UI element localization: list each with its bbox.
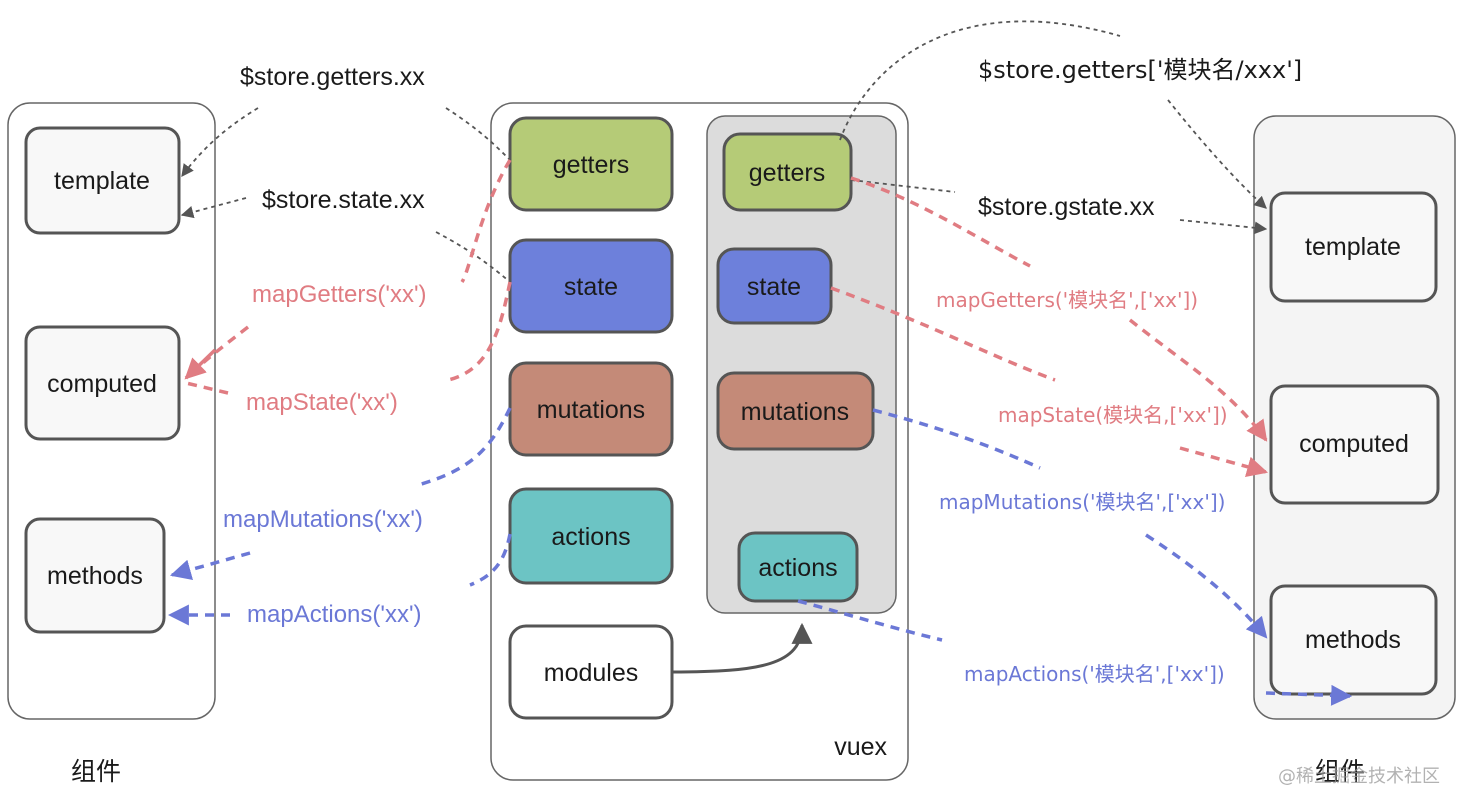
state-access-arrow [180,197,247,219]
right-component-caption: 组件 [1315,757,1365,786]
right-template-box: template [1269,191,1438,303]
left-computed-box: computed [24,325,181,441]
map-mutations-label: mapMutations('xx') [223,506,423,533]
root-mutations-label: mutations [537,396,645,424]
module-map-mutations-label: mapMutations('模块名',['xx']) [939,490,1225,514]
left-computed-label: computed [47,370,157,398]
root-modules-box: modules [508,624,674,720]
getters-access-label: $store.getters.xx [240,63,425,91]
left-methods-label: methods [47,562,143,590]
module-actions-label: actions [758,554,837,582]
module-map-state-label: mapState(模块名,['xx']) [998,403,1228,427]
module-panel: getters state mutations actions [706,115,897,614]
vuex-caption: vuex [834,733,887,761]
left-component: template computed methods 组件 [7,102,216,786]
watermark: @稀土掘金技术社区 [1278,766,1440,787]
right-methods-label: methods [1305,626,1401,654]
map-getters-arrow [184,159,512,380]
root-actions-label: actions [551,523,630,551]
map-state-arrow [185,281,512,395]
root-state-box: state [508,238,674,334]
module-map-getters-arrow [850,176,1266,440]
module-map-actions-arrow [797,599,1350,696]
module-getters-box: getters [722,132,853,212]
state-access-line [435,231,511,283]
module-actions-box: actions [737,531,859,603]
state-access-label: $store.state.xx [262,186,425,214]
vuex-store: vuex getters state mutations actions mod… [490,102,909,781]
module-state-access-line [850,179,956,193]
right-template-label: template [1305,233,1401,261]
root-getters-label: getters [553,151,629,179]
module-getters-access-arrow [1167,99,1267,209]
module-state-box: state [716,247,833,325]
map-actions-arrow [170,533,512,615]
right-methods-box: methods [1269,584,1438,696]
map-getters-arrowhead [184,348,217,380]
left-template-box: template [24,126,181,235]
right-computed-label: computed [1299,430,1409,458]
root-state-label: state [564,273,618,301]
module-map-actions-label: mapActions('模块名',['xx']) [964,662,1225,686]
right-connectors [797,20,1350,696]
root-modules-label: modules [544,659,639,687]
getters-access-line [445,107,511,161]
root-actions-box: actions [508,487,674,585]
map-state-label: mapState('xx') [246,389,398,416]
module-getters-label: getters [749,159,825,187]
root-getters-box: getters [508,116,674,212]
map-actions-label: mapActions('xx') [247,601,422,628]
module-state-label: state [747,273,801,301]
module-getters-access-line [839,20,1121,141]
left-template-label: template [54,167,150,195]
right-component: template computed methods 组件 [1253,115,1456,786]
root-mutations-box: mutations [508,361,674,457]
module-map-mutations-arrow [872,408,1266,637]
module-getters-access-label: $store.getters['模块名/xxx'] [978,56,1302,84]
module-map-state-arrow [830,286,1266,472]
module-state-access-label: $store.gstate.xx [978,193,1155,221]
module-map-getters-label: mapGetters('模块名',['xx']) [936,288,1198,312]
module-state-access-arrow [1179,219,1268,235]
right-computed-box: computed [1269,384,1440,505]
module-mutations-box: mutations [716,371,875,451]
getters-access-arrow [181,107,259,178]
left-connectors [170,107,512,615]
map-mutations-arrow [172,407,512,575]
module-mutations-label: mutations [741,398,849,426]
left-methods-box: methods [24,517,166,634]
left-component-caption: 组件 [71,757,121,786]
modules-to-module-arrow [671,622,813,674]
map-getters-label: mapGetters('xx') [252,281,427,308]
